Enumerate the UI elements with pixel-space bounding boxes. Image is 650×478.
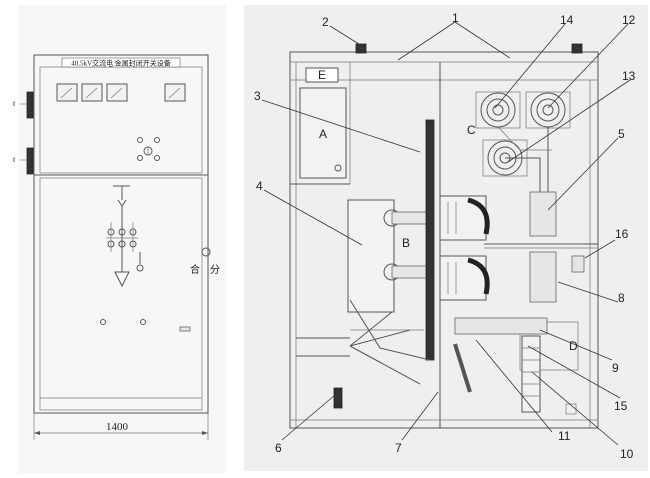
earthing-switch-sensor — [571, 255, 585, 273]
callout-2: 2 — [322, 15, 329, 29]
mimic-diagram — [106, 185, 144, 288]
surge-arrester — [521, 335, 541, 413]
indicator-open-label: 分 — [210, 264, 220, 276]
title-plate — [61, 57, 181, 68]
callout-13: 13 — [622, 69, 636, 83]
title-plate-text: 40.5kV交流电 金属封闭开关设备 — [71, 59, 171, 68]
callout-3: 3 — [254, 89, 261, 103]
compartment-e-box — [305, 67, 339, 83]
callout-16: 16 — [615, 227, 629, 241]
hinge-bottom — [26, 147, 34, 175]
hinge-tag-bottom: t — [13, 155, 16, 164]
compartment-b-label: B — [402, 236, 410, 250]
section-view: E A B C — [244, 5, 648, 471]
meter-group — [56, 83, 186, 102]
lower-contact-arm — [391, 265, 431, 279]
indicator-close-label: 合 — [190, 263, 200, 276]
width-dimension: 1400 — [33, 413, 209, 440]
current-transformer-upper — [529, 191, 557, 237]
cabinet-shell — [289, 51, 599, 429]
callout-9: 9 — [612, 361, 619, 375]
door-hinges: t t — [13, 91, 34, 175]
callout-8: 8 — [618, 291, 625, 305]
width-dimension-value: 1400 — [106, 421, 129, 433]
shutter-plate — [425, 119, 435, 361]
callout-7: 7 — [395, 441, 402, 455]
callout-4: 4 — [256, 179, 263, 193]
front-view: 40.5kV交流电 金属封闭开关设备 t t — [13, 5, 226, 473]
callout-14: 14 — [560, 13, 574, 27]
control-buttons — [137, 137, 160, 161]
compartment-e-label: E — [318, 68, 326, 82]
interlock-handle — [333, 387, 343, 409]
hinge-top — [26, 91, 34, 119]
lower-door — [39, 177, 203, 411]
callout-numbers: 1 2 3 4 5 6 7 8 9 10 11 12 13 14 15 16 — [254, 11, 636, 461]
callout-15: 15 — [614, 399, 628, 413]
compartment-d-label: D — [569, 339, 578, 353]
callout-1: 1 — [452, 11, 459, 25]
compartment-c-label: C — [467, 123, 476, 137]
callout-10: 10 — [620, 447, 634, 461]
lifting-lug-left — [355, 43, 367, 54]
upper-contact-arm — [391, 211, 431, 225]
close-open-indicator: 合 分 — [190, 247, 220, 276]
callout-5: 5 — [618, 127, 625, 141]
compartment-a — [299, 87, 347, 179]
cable-connection-bar — [454, 317, 548, 335]
circuit-breaker-truck — [347, 199, 395, 313]
earthing-mechanism — [296, 299, 431, 409]
callout-11: 11 — [558, 429, 571, 443]
nameplate-small — [179, 326, 191, 332]
callout-6: 6 — [275, 441, 282, 455]
hinge-tag-top: t — [13, 99, 16, 108]
current-transformer-lower — [529, 251, 557, 303]
indicator-lamp — [201, 247, 211, 257]
callout-12: 12 — [622, 13, 636, 27]
lifting-lug-right — [571, 43, 583, 54]
cabinet-outline — [33, 54, 209, 414]
compartment-a-label: A — [319, 127, 327, 141]
callout-leaders — [261, 21, 631, 446]
